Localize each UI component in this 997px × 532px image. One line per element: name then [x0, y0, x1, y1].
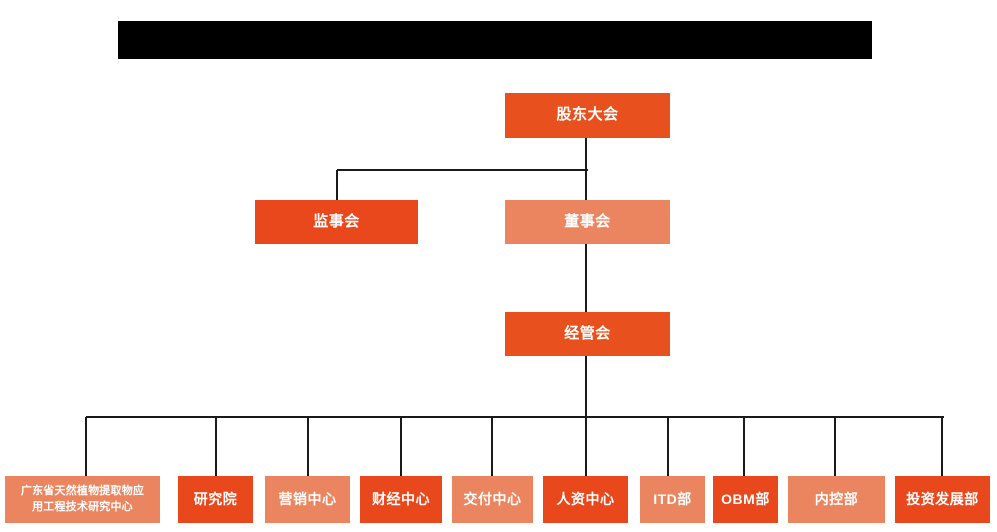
node-investment-development-department[interactable]: 投资发展部	[895, 476, 990, 523]
node-label-shareholders-meeting: 股东大会	[556, 106, 619, 124]
connector-management-down	[585, 356, 587, 417]
node-guangdong-research-center[interactable]: 广东省天然植物提取物应用工程技术研究中心	[5, 476, 160, 523]
connector-level2-bus	[337, 169, 588, 171]
connector-drop-investment-development-department	[941, 417, 943, 476]
node-obm-department[interactable]: OBM部	[713, 476, 778, 523]
node-finance-center[interactable]: 财经中心	[360, 476, 442, 523]
node-management-committee[interactable]: 经管会	[505, 312, 670, 356]
node-label-obm-department: OBM部	[721, 490, 770, 507]
node-label-itd-department: ITD部	[653, 490, 692, 507]
node-label-line-2: 用工程技术研究中心	[32, 500, 133, 513]
connector-shareholders-down	[585, 138, 587, 170]
connector-department-bus	[86, 416, 944, 418]
node-shareholders-meeting[interactable]: 股东大会	[505, 93, 670, 138]
node-human-resources-center[interactable]: 人资中心	[543, 476, 628, 523]
node-label-marketing-center: 营销中心	[278, 490, 337, 507]
node-itd-department[interactable]: ITD部	[640, 476, 705, 523]
connector-directors-drop	[585, 170, 587, 200]
node-marketing-center[interactable]: 营销中心	[265, 476, 350, 523]
node-label-guangdong-research-center: 广东省天然植物提取物应用工程技术研究中心	[21, 484, 144, 514]
node-label-management-committee: 经管会	[564, 324, 611, 342]
connector-drop-research-institute	[215, 417, 217, 476]
connector-drop-guangdong-research-center	[85, 417, 87, 476]
connector-drop-obm-department	[743, 417, 745, 476]
node-board-of-directors[interactable]: 董事会	[505, 200, 670, 244]
node-research-institute[interactable]: 研究院	[178, 476, 253, 523]
connector-drop-itd-department	[667, 417, 669, 476]
node-board-of-supervisors[interactable]: 监事会	[255, 200, 418, 244]
node-label-finance-center: 财经中心	[372, 490, 430, 507]
connector-supervisors-drop	[336, 170, 338, 200]
node-label-internal-control-department: 内控部	[814, 490, 859, 507]
node-label-human-resources-center: 人资中心	[556, 490, 615, 507]
node-label-board-of-directors: 董事会	[564, 212, 611, 230]
connector-directors-to-management	[585, 244, 587, 312]
connector-drop-delivery-center	[491, 417, 493, 476]
redacted-title-bar	[118, 21, 872, 59]
node-label-delivery-center: 交付中心	[463, 490, 522, 507]
connector-drop-finance-center	[400, 417, 402, 476]
node-label-investment-development-department: 投资发展部	[906, 490, 979, 507]
node-label-line-1: 广东省天然植物提取物应	[20, 485, 145, 498]
connector-drop-human-resources-center	[585, 417, 587, 476]
node-label-board-of-supervisors: 监事会	[313, 212, 360, 230]
node-internal-control-department[interactable]: 内控部	[788, 476, 885, 523]
node-delivery-center[interactable]: 交付中心	[452, 476, 533, 523]
connector-drop-marketing-center	[307, 417, 309, 476]
connector-drop-internal-control-department	[834, 417, 836, 476]
node-label-research-institute: 研究院	[193, 490, 238, 507]
